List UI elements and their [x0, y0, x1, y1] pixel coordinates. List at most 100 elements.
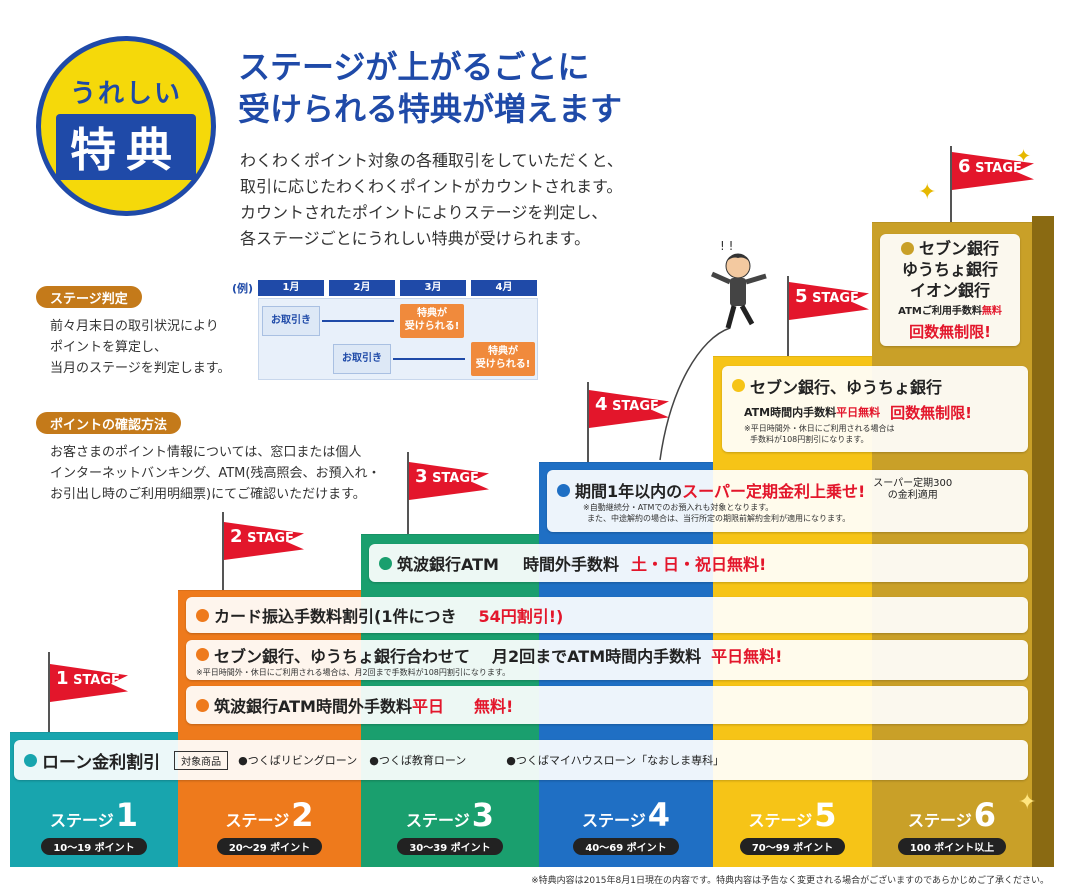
- stage4-benefit: 期間1年以内の スーパー定期金利上乗せ! スーパー定期300 の金利適用 ※自動…: [547, 470, 1028, 532]
- month-3: 3月: [400, 280, 466, 296]
- stage-number: 1: [115, 795, 138, 834]
- benefit-text: 筑波銀行ATM時間外手数料: [214, 697, 412, 716]
- example-deal-2: お取引き: [333, 344, 391, 374]
- stair-2: [178, 590, 361, 867]
- bank-name: セブン銀行: [918, 238, 999, 258]
- benefit-highlight: スーパー定期金利上乗せ!: [682, 482, 866, 501]
- flag-label: STAGE: [432, 471, 479, 486]
- benefit-note: ※平日時間外・休日にご利用される場合は、月2回まで手数料が108円割引になります…: [196, 667, 511, 677]
- bullet-icon: [379, 556, 392, 570]
- stage-judge-text: 前々月末日の取引状況により ポイントを算定し、 当月のステージを判定します。: [50, 316, 230, 379]
- benefit-highlight: 平日無料: [836, 406, 881, 419]
- judge-line: 前々月末日の取引状況により: [50, 319, 219, 334]
- stage-label: ステージ: [582, 810, 646, 830]
- stage-points: 70～99 ポイント: [739, 837, 846, 855]
- rate-note: スーパー定期300 の金利適用: [873, 478, 952, 502]
- intro-line: 各ステージごとにうれしい特典が受けられます。: [240, 229, 591, 248]
- benefit-note: 手数料が108円割引になります。: [750, 434, 869, 444]
- stage-2-label: ステージ2 20～29 ポイント: [178, 790, 361, 860]
- flag-pole-3: [407, 452, 409, 534]
- stage-points: 30～39 ポイント: [397, 837, 503, 855]
- stair-6-side: [1032, 216, 1054, 867]
- month-1: 1月: [258, 280, 324, 296]
- flag-label: STAGE: [247, 531, 294, 546]
- stage-points: 20～29 ポイント: [216, 837, 323, 855]
- flag-number: 2: [230, 526, 243, 547]
- example-arrow-1: [322, 320, 394, 322]
- benefit-text: 特典が: [417, 308, 447, 319]
- loan-benefit-bar: ローン金利割引 対象商品 ●つくばリビングローン ●つくば教育ローン ●つくばマ…: [14, 740, 1028, 780]
- benefit-highlight: 無料: [981, 305, 1002, 317]
- stage-label: ステージ: [406, 810, 470, 830]
- badge-big-text: 特典: [56, 113, 196, 180]
- benefit-text: ATMご利用手数料: [898, 305, 982, 317]
- footer-note: ※特典内容は2015年8月1日現在の内容です。特典内容は予告なく変更される場合が…: [531, 876, 1049, 886]
- intro-text: わくわくポイント対象の各種取引をしていただくと、 取引に応じたわくわくポイントが…: [240, 148, 720, 252]
- stage2-benefit-atm-offhours: 筑波銀行ATM時間外手数料 平日 無料!: [186, 686, 1028, 724]
- stage-points: 40～69 ポイント: [573, 837, 679, 855]
- benefit-text: 期間1年以内の: [575, 482, 683, 501]
- flag-number: 4: [595, 394, 608, 415]
- month-4: 4月: [471, 280, 537, 296]
- loan-item: ●つくばマイハウスローン「なおしま専科」: [506, 754, 725, 767]
- benefit-note: ※自動継続分・ATMでのお預入れも対象となります。: [583, 503, 774, 512]
- example-deal-1: お取引き: [262, 306, 320, 336]
- benefit-highlight: 54円割引!): [478, 607, 564, 626]
- stage-5-label: ステージ5 70～99 ポイント: [713, 790, 872, 860]
- stage-number: 5: [814, 795, 837, 834]
- bullet-icon: [196, 698, 209, 712]
- stage-6-label: ステージ6 100 ポイント以上: [872, 790, 1032, 860]
- loan-item: ●つくば教育ローン: [369, 754, 467, 767]
- point-check-text: お客さまのポイント情報については、窓口または個人 インターネットバンキング、AT…: [50, 442, 380, 505]
- benefit-text: 時間外手数料: [522, 555, 619, 574]
- example-arrow-2: [393, 358, 465, 360]
- check-line: インターネットバンキング、ATM(残高照会、お預入れ・: [50, 466, 381, 481]
- bank-name: イオン銀行: [909, 280, 990, 300]
- benefit-text: カード振込手数料割引(1件につき: [214, 607, 457, 626]
- flag-pole-6: [950, 146, 952, 222]
- stage-2-flag: 2 STAGE: [224, 522, 304, 560]
- loan-title: ローン金利割引: [42, 752, 161, 773]
- benefit-text: ATM時間内手数料: [744, 406, 837, 419]
- check-line: お客さまのポイント情報については、窓口または個人: [50, 445, 362, 460]
- flag-label: STAGE: [975, 161, 1022, 176]
- benefit-text: 受けられる!: [404, 321, 460, 332]
- stage-3-label: ステージ3 30～39 ポイント: [361, 790, 539, 860]
- bullet-icon: [900, 241, 914, 255]
- flag-pole-2: [222, 512, 224, 590]
- headline-line-1: ステージが上がるごとに: [238, 48, 590, 86]
- flag-label: STAGE: [812, 291, 859, 306]
- example-label: (例): [232, 282, 254, 295]
- benefit-text: 特典が: [488, 346, 518, 357]
- stage-number: 3: [471, 795, 494, 834]
- svg-text:! !: ! !: [720, 239, 733, 253]
- benefit-highlight: 無料!: [474, 697, 514, 716]
- stage-number: 6: [973, 795, 996, 834]
- stage-points: 100 ポイント以上: [897, 837, 1007, 855]
- rate-note-line: スーパー定期300: [873, 478, 953, 489]
- flag-pole-4: [587, 382, 589, 462]
- stage-1-label: ステージ1 10～19 ポイント: [10, 790, 178, 860]
- benefit-text: 筑波銀行ATM: [397, 555, 499, 574]
- badge-small-text: うれしい: [69, 78, 182, 109]
- bullet-icon: [732, 379, 745, 392]
- flag-number: 5: [795, 286, 808, 307]
- benefit-note: また、中途解約の場合は、当行所定の期限前解約金利が適用になります。: [587, 514, 851, 523]
- headline: ステージが上がるごとに 受けられる特典が増えます: [238, 46, 798, 130]
- example-benefit-1: 特典が 受けられる!: [400, 304, 464, 338]
- intro-line: 取引に応じたわくわくポイントがカウントされます。: [240, 177, 623, 196]
- flag-number: 6: [958, 156, 971, 177]
- bullet-icon: [196, 648, 209, 661]
- stage-1-flag: 1 STAGE: [50, 664, 128, 702]
- flag-pole-1: [48, 652, 50, 732]
- stage-3-flag: 3 STAGE: [409, 462, 489, 500]
- sparkle-icon: ✦: [1018, 790, 1037, 815]
- headline-line-2: 受けられる特典が増えます: [238, 90, 623, 128]
- flag-number: 3: [415, 466, 428, 487]
- benefit-highlight: 平日無料!: [711, 646, 783, 666]
- benefit-text: 受けられる!: [475, 359, 531, 370]
- benefit-highlight: 回数無制限!: [909, 322, 991, 341]
- month-2: 2月: [329, 280, 395, 296]
- benefit-text: 月2回までATM時間内手数料: [492, 646, 702, 666]
- stage-points: 10～19 ポイント: [41, 837, 147, 855]
